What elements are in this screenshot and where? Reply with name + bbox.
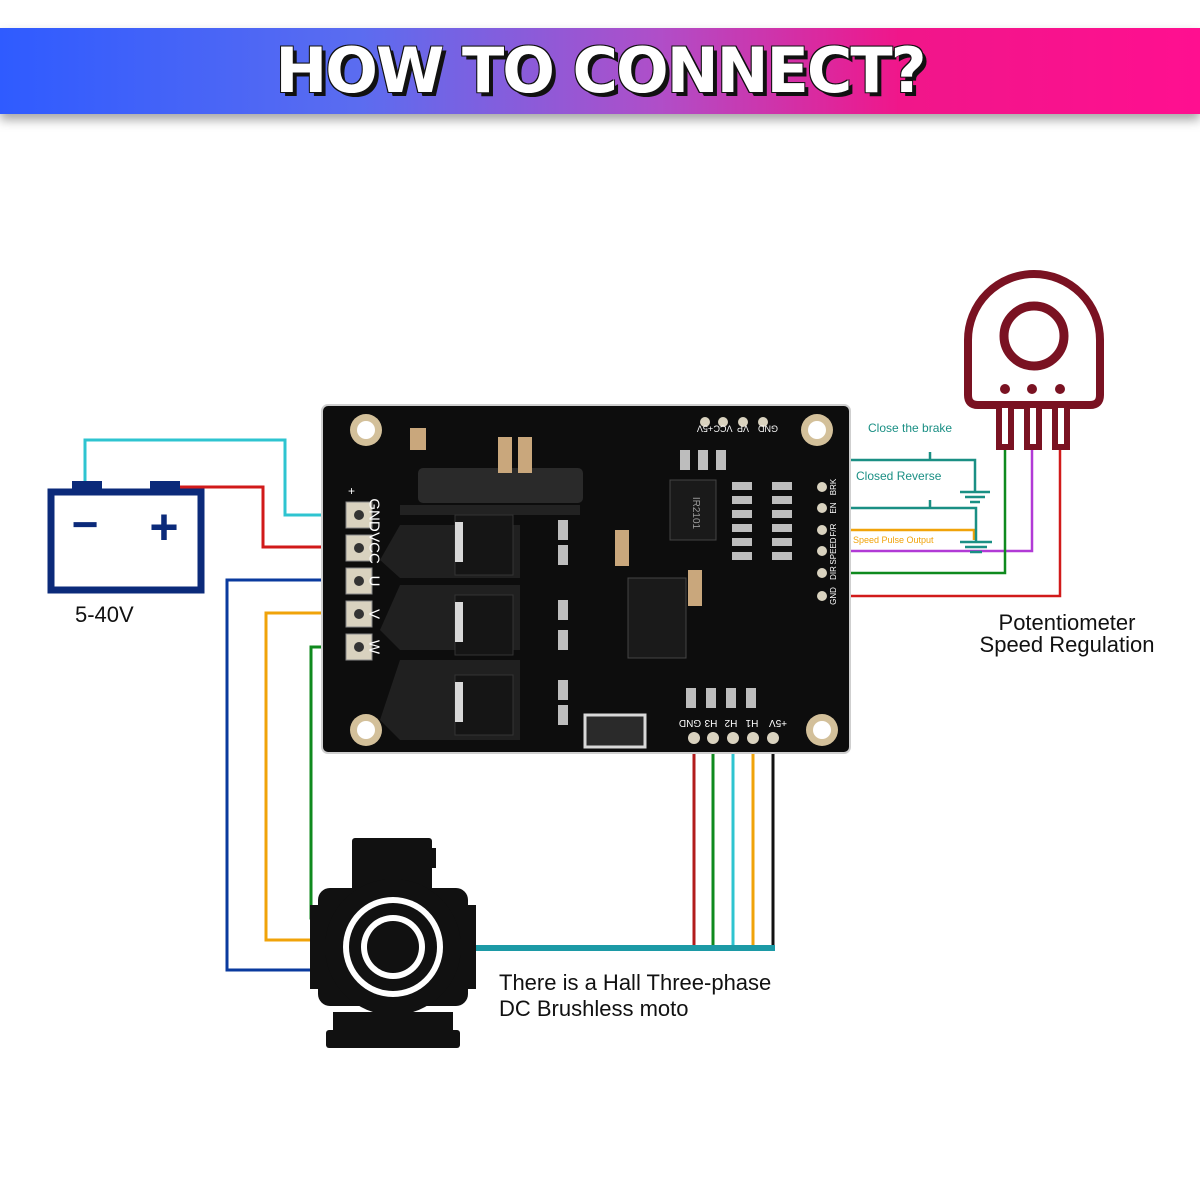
title-banner: HOW TO CONNECT? <box>0 28 1200 114</box>
terminal-label-v: V <box>366 609 383 619</box>
potentiometer-label-line2: Speed Regulation <box>980 632 1155 657</box>
wire-gnd <box>83 438 355 517</box>
top-header-vp: VP <box>737 424 749 434</box>
wire-pot-gnd <box>822 420 1062 598</box>
ctrl-pin-en: EN <box>829 502 838 513</box>
top-header-gnd: GND <box>758 424 779 434</box>
wire-v <box>264 611 355 942</box>
wire-vcc <box>175 485 355 549</box>
potentiometer <box>964 270 1104 450</box>
motor-icon <box>310 838 476 1048</box>
banner-title: HOW TO CONNECT? <box>275 34 926 107</box>
speed-pulse-annotation: Speed Pulse Output <box>853 535 934 545</box>
hall-pin-h1: H1 <box>745 717 758 728</box>
controller-board: IR2101 <box>321 404 851 754</box>
reverse-annotation: Closed Reverse <box>856 469 942 483</box>
terminal-plus-mark: + <box>348 484 355 498</box>
battery: − + <box>47 481 205 594</box>
wire-speed <box>822 420 1034 553</box>
potentiometer-label-line1: Potentiometer <box>999 610 1136 635</box>
ctrl-pin-gnd: GND <box>829 587 838 605</box>
top-header-vcc: VCC <box>713 424 733 434</box>
battery-plus-sign: + <box>149 499 178 555</box>
chip-label: IR2101 <box>690 497 701 530</box>
hall-pin-5v: +5V <box>769 717 787 728</box>
motor-label-line1: There is a Hall Three-phase <box>499 970 771 995</box>
terminal-label-gnd: GND <box>366 498 383 532</box>
terminal-label-u: U <box>366 576 383 587</box>
wire-speed-pulse <box>822 528 976 540</box>
ctrl-pin-fr: F/R <box>829 523 838 536</box>
battery-minus-sign: − <box>72 498 99 550</box>
control-switches <box>822 452 992 554</box>
hall-pin-h2: H2 <box>724 717 737 728</box>
hall-pin-h3: H3 <box>704 717 717 728</box>
terminal-label-w: W <box>366 640 383 655</box>
hall-pin-gnd: GND <box>679 717 701 728</box>
wire-dir <box>822 420 1007 575</box>
ctrl-pin-speed: SPEED <box>829 537 838 564</box>
voltage-label: 5-40V <box>75 602 134 627</box>
ctrl-pin-dir: DIR <box>829 566 838 580</box>
brake-annotation: Close the brake <box>868 421 952 435</box>
ctrl-pin-brk: BRK <box>829 478 838 495</box>
top-header-5v: +5V <box>697 424 713 434</box>
terminal-label-vcc: VCC <box>366 532 383 564</box>
wire-u <box>225 578 355 972</box>
motor-label-line2: DC Brushless moto <box>499 996 689 1021</box>
